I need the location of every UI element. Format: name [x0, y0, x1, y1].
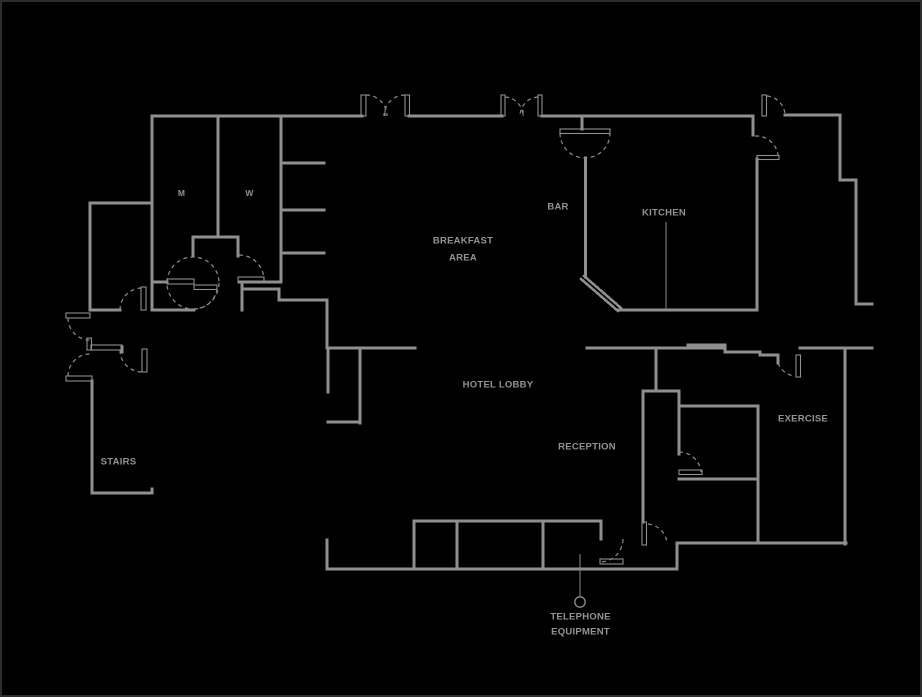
- door-leaf: [141, 348, 148, 373]
- door-leaf: [360, 94, 367, 117]
- door-leaf: [166, 278, 195, 285]
- door-leaf: [90, 344, 123, 351]
- door-leaf: [193, 284, 218, 291]
- door-swing-circle: [166, 256, 220, 310]
- door-swing-arc: [365, 94, 388, 117]
- telephone-equipment-icon: [574, 596, 586, 608]
- door-swing-arc: [67, 317, 91, 341]
- room-label-exercise: EXERCISE: [777, 413, 829, 424]
- door-swing-arc: [119, 349, 143, 373]
- door-leaf: [404, 94, 411, 117]
- door-leaf: [559, 128, 611, 135]
- door-swing-arc: [238, 254, 265, 281]
- label-telephone-equipment-line1: TELEPHONE: [550, 611, 611, 622]
- door-leaf: [756, 154, 780, 161]
- door-leaf: [65, 312, 91, 319]
- wall-segment: [582, 274, 623, 310]
- door-leaf: [537, 94, 543, 117]
- room-label-w-restroom: W: [245, 188, 254, 198]
- door-leaf: [140, 286, 147, 311]
- walls-group: [88, 113, 874, 571]
- door-swing-arcs-group: [67, 94, 796, 563]
- wall-segment: [579, 277, 620, 313]
- door-swing-arc: [119, 287, 143, 311]
- room-label-bar: BAR: [547, 201, 569, 212]
- door-swing-arc: [67, 353, 91, 377]
- door-leaf: [641, 521, 648, 546]
- room-label-breakfast-area-line1: BREAKFAST: [432, 235, 494, 247]
- door-swing-arc: [678, 451, 702, 473]
- door-leaf: [795, 354, 802, 378]
- door-leaf: [65, 375, 93, 382]
- room-label-m-restroom: M: [177, 188, 186, 198]
- door-swing-arc: [383, 94, 406, 117]
- door-swing-arc: [754, 135, 779, 156]
- door-leaf: [86, 337, 93, 351]
- door-swing-arc: [519, 96, 539, 117]
- room-label-hotel-lobby: HOTEL LOBBY: [462, 379, 534, 390]
- thin-lines-group: [384, 110, 667, 596]
- door-swing-arc: [647, 523, 668, 544]
- door-leaf: [678, 469, 703, 476]
- door-swing-arc: [766, 95, 786, 115]
- door-leaf: [761, 94, 768, 117]
- door-swing-arc: [599, 538, 624, 563]
- door-leaf: [500, 94, 506, 117]
- room-label-breakfast-area-line2: AREA: [449, 252, 477, 264]
- room-label-stairs: STAIRS: [100, 456, 137, 468]
- door-leaves-group: [65, 94, 802, 565]
- door-swing-arc: [504, 96, 524, 117]
- door-swing-arc: [777, 362, 796, 377]
- label-telephone-equipment-line2: EQUIPMENT: [551, 626, 610, 637]
- room-label-kitchen: KITCHEN: [642, 207, 686, 219]
- door-swing-arc: [559, 132, 611, 159]
- room-label-reception: RECEPTION: [558, 441, 616, 452]
